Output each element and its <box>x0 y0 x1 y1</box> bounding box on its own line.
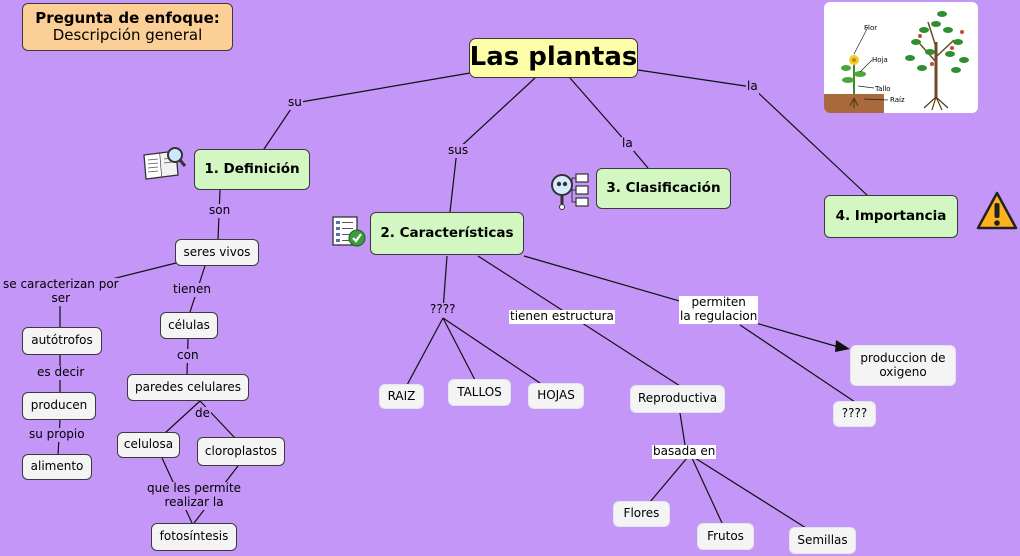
link-tienen-estructura[interactable]: tienen estructura <box>509 309 615 324</box>
label-flor: Flor <box>864 24 877 32</box>
concept-celulosa[interactable]: celulosa <box>117 432 180 458</box>
concept-alimento[interactable]: alimento <box>22 454 92 480</box>
warning-icon <box>976 191 1018 230</box>
link-basada-en[interactable]: basada en <box>652 444 717 459</box>
label-tallo: Tallo <box>874 85 891 93</box>
link-se-caracterizan[interactable]: se caracterizan por ser <box>2 277 120 306</box>
concept-paredes-celulares[interactable]: paredes celulares <box>127 374 249 401</box>
link-permiten-regulacion[interactable]: permiten la regulacion <box>679 295 759 324</box>
link-la-clasificacion[interactable]: la <box>621 136 634 151</box>
concept-frutos[interactable]: Frutos <box>697 523 754 550</box>
link-es-decir[interactable]: es decir <box>36 365 86 380</box>
link-unknown[interactable]: ???? <box>429 302 457 317</box>
label-raiz: Raíz <box>890 96 905 104</box>
link-tienen[interactable]: tienen <box>172 282 213 297</box>
concept-semillas[interactable]: Semillas <box>789 527 856 554</box>
link-con[interactable]: con <box>176 348 200 363</box>
concept-importancia[interactable]: 4. Importancia <box>824 195 958 238</box>
link-de[interactable]: de <box>194 406 211 421</box>
plant-illustration: Flor Hoja Tallo Raíz <box>824 2 978 113</box>
concept-definicion[interactable]: 1. Definición <box>194 149 310 190</box>
link-sus[interactable]: sus <box>447 143 470 158</box>
root-concept[interactable]: Las plantas <box>469 38 638 78</box>
book-search-icon <box>143 147 187 180</box>
link-su-propio[interactable]: su propio <box>28 427 86 442</box>
focus-question-box[interactable]: Pregunta de enfoque: Descripción general <box>22 3 233 51</box>
concept-producen[interactable]: producen <box>22 392 96 420</box>
link-que-les-permite[interactable]: que les permite realizar la <box>146 481 243 510</box>
concept-celulas[interactable]: células <box>160 312 218 339</box>
concept-fotosintesis[interactable]: fotosíntesis <box>151 523 237 551</box>
focus-question-subtitle: Descripción general <box>52 26 203 44</box>
concept-seres-vivos[interactable]: seres vivos <box>175 239 259 266</box>
concept-flores[interactable]: Flores <box>613 501 670 527</box>
concept-autotrofos[interactable]: autótrofos <box>22 327 102 355</box>
concept-clasificacion[interactable]: 3. Clasificación <box>596 168 731 209</box>
label-hoja: Hoja <box>872 56 888 64</box>
concept-hojas[interactable]: HOJAS <box>528 383 584 409</box>
concept-caracteristicas[interactable]: 2. Características <box>370 212 524 255</box>
concept-tallos[interactable]: TALLOS <box>448 379 511 406</box>
link-la-importancia[interactable]: la <box>746 79 759 94</box>
concept-raiz[interactable]: RAIZ <box>379 384 424 409</box>
link-son[interactable]: son <box>208 203 232 218</box>
concept-unknown[interactable]: ???? <box>833 401 876 427</box>
focus-question-title: Pregunta de enfoque: <box>35 8 220 27</box>
concept-cloroplastos[interactable]: cloroplastos <box>197 437 285 466</box>
search-classify-icon <box>551 173 589 210</box>
plant-diagram-icon: Flor Hoja Tallo Raíz <box>824 11 978 113</box>
link-su[interactable]: su <box>287 95 303 110</box>
concept-reproductiva[interactable]: Reproductiva <box>630 385 725 413</box>
concept-produccion-oxigeno[interactable]: produccion de oxigeno <box>850 345 956 386</box>
checklist-icon <box>332 216 366 247</box>
